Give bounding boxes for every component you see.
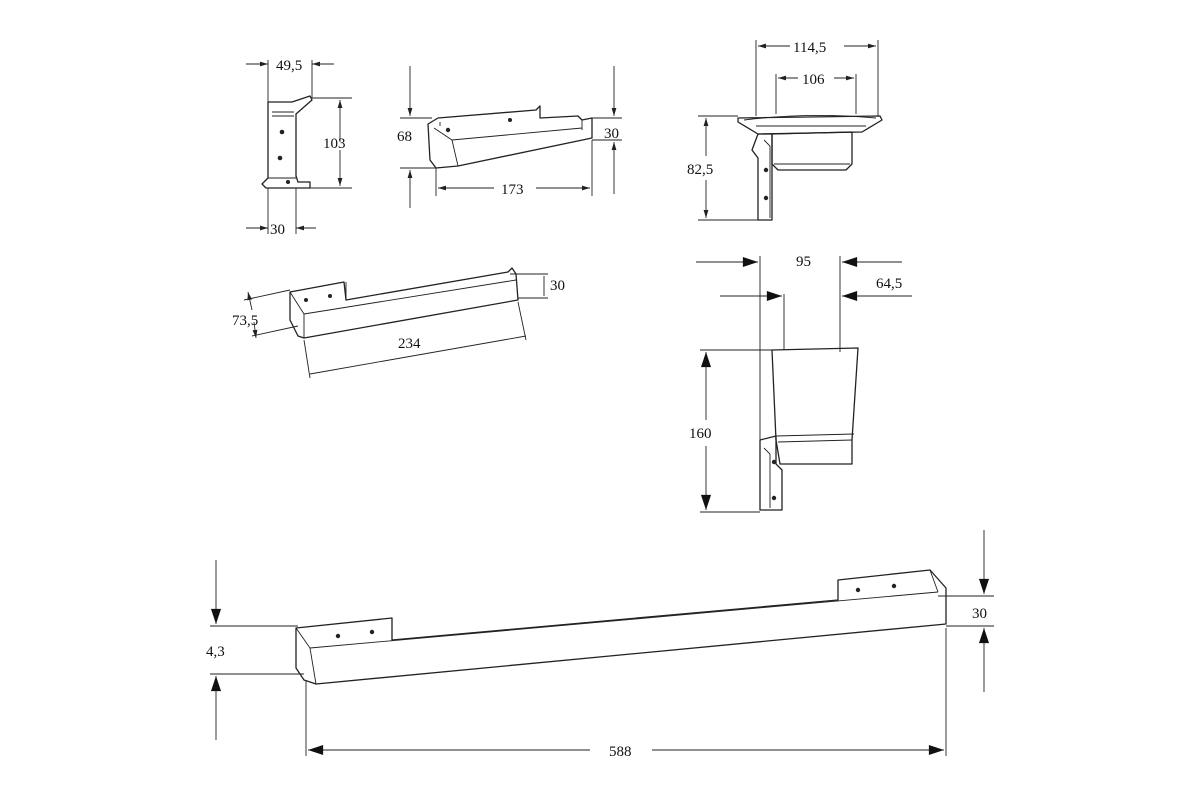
paper-holder-dimensions: 68 30 173 [397, 66, 622, 208]
small-bar-projection-label: 73,5 [232, 313, 258, 329]
towel-bar-length-label: 588 [609, 744, 632, 760]
paper-holder-length-label: 173 [501, 182, 524, 198]
small-bar-length-label: 234 [398, 336, 421, 352]
towel-bar-depth-label: 30 [972, 606, 987, 622]
paper-holder [427, 105, 593, 169]
soap-dish-height-label: 82,5 [687, 162, 713, 178]
tumbler-projection-label: 95 [796, 254, 811, 270]
soap-dish-dimensions: 114,5 106 82,5 [687, 40, 879, 221]
tumbler-holder-dimensions: 95 64,5 160 [689, 254, 912, 513]
tumbler-holder [759, 347, 859, 511]
small-towel-bar [289, 267, 519, 339]
hook-height-label: 103 [323, 136, 346, 152]
large-towel-bar-dimensions: 4,3 30 588 [206, 530, 994, 760]
small-bar-depth-label: 30 [550, 278, 565, 294]
tumbler-width-label: 64,5 [876, 276, 902, 292]
hook-depth-label: 30 [270, 222, 285, 238]
towel-bar-height-label: 4,3 [206, 644, 225, 660]
soap-dish-outer-label: 114,5 [793, 40, 826, 56]
soap-dish-inner-label: 106 [802, 72, 825, 88]
paper-holder-depth-label: 30 [604, 126, 619, 142]
small-towel-bar-dimensions: 73,5 30 234 [232, 273, 565, 379]
robe-hook [261, 95, 313, 189]
paper-holder-height-label: 68 [397, 129, 412, 145]
tumbler-height-label: 160 [689, 426, 712, 442]
soap-dish [737, 114, 883, 221]
hook-width-label: 49,5 [276, 58, 302, 74]
robe-hook-dimensions: 49,5 103 30 [246, 58, 352, 238]
large-towel-bar [295, 569, 947, 685]
